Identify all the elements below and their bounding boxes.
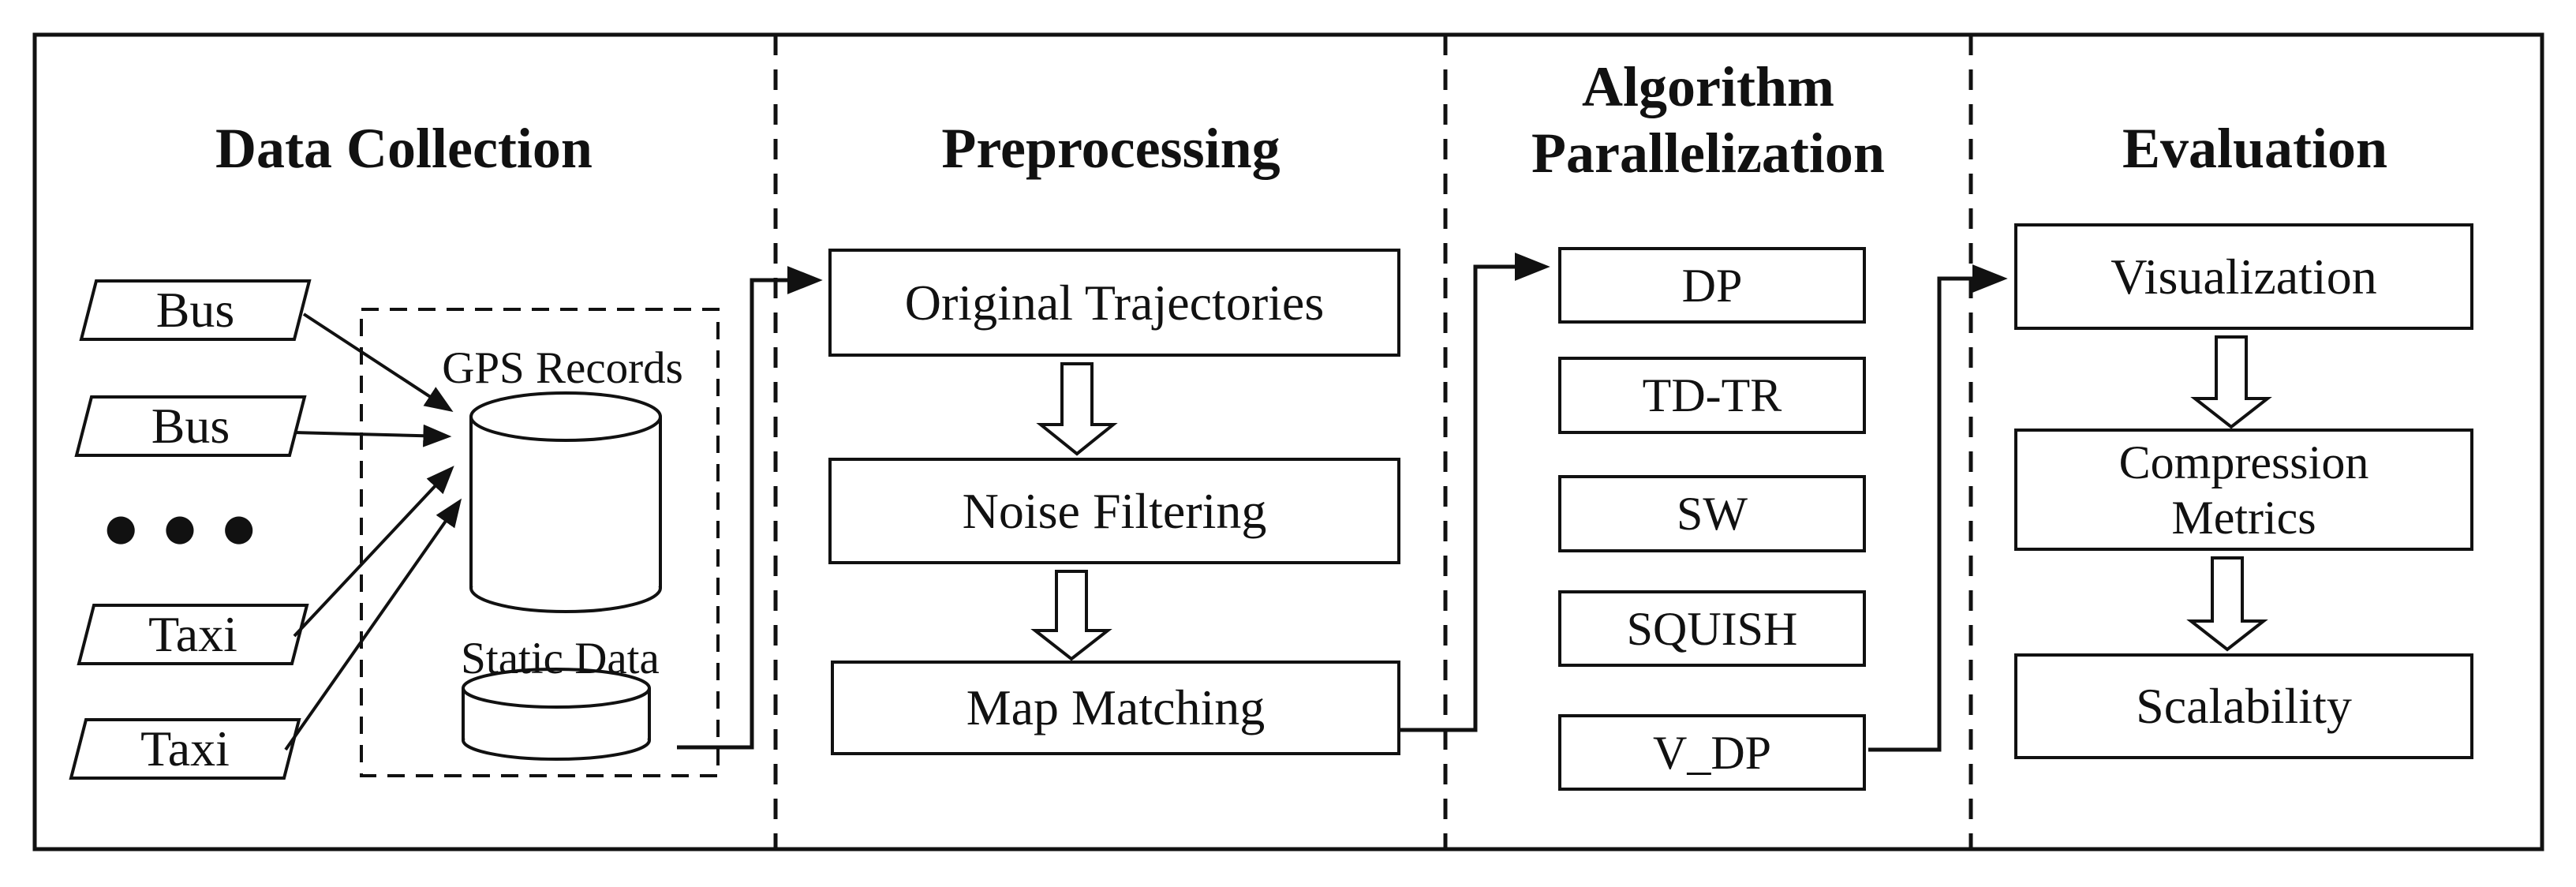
step-label-map-matching: Map Matching — [966, 679, 1266, 735]
step-label-original-trajectories: Original Trajectories — [904, 274, 1325, 331]
connector-vdp-to-visualization — [1868, 264, 2008, 752]
arrow-bus2-to-gps — [293, 424, 452, 447]
gps-records-label: GPS Records — [442, 342, 683, 393]
panel-title-algorithm-parallelization: Algorithm Parallelization — [1531, 54, 1885, 186]
static-data-label: Static Data — [461, 633, 660, 683]
evaluation-box-visualization: Visualization — [2014, 223, 2473, 330]
outer-frame — [32, 32, 2544, 851]
source-parallelogram-taxi-1 — [77, 604, 309, 665]
source-parallelogram-bus-2 — [74, 395, 307, 457]
step-box-noise-filtering: Noise Filtering — [828, 458, 1400, 564]
static-data-cylinder-icon — [462, 668, 651, 761]
algorithm-box-dp: DP — [1558, 247, 1866, 324]
arrow-taxi2-to-gps — [284, 498, 462, 751]
step-box-original-trajectories: Original Trajectories — [828, 249, 1400, 357]
source-label-bus-2: Bus — [151, 398, 230, 454]
panel-title-preprocessing: Preprocessing — [941, 117, 1281, 180]
evaluation-label-visualization: Visualization — [2111, 248, 2377, 305]
algorithm-box-sw: SW — [1558, 475, 1866, 552]
panel-title-algorithm-line1: Algorithm — [1582, 55, 1834, 118]
down-arrow-icon-visualization-to-metrics — [2190, 335, 2272, 429]
evaluation-box-compression-metrics: Compression Metrics — [2014, 429, 2473, 551]
connector-map-matching-to-dp — [1400, 253, 1550, 732]
down-arrow-icon-noise-to-mapmatching — [1030, 570, 1112, 661]
algorithm-label-sw: SW — [1677, 488, 1748, 540]
evaluation-label-compression: Compression — [2118, 436, 2369, 488]
gps-records-cylinder-icon — [469, 391, 662, 613]
ellipsis-dots: ● ● ● — [105, 506, 263, 548]
algorithm-box-td-tr: TD-TR — [1558, 357, 1866, 434]
arrow-taxi1-to-gps — [293, 466, 454, 638]
source-parallelogram-bus-1 — [79, 279, 312, 341]
algorithm-label-td-tr: TD-TR — [1642, 369, 1782, 421]
algorithm-box-v-dp: V_DP — [1558, 714, 1866, 791]
connector-datastore-to-original-trajectories — [677, 266, 823, 750]
algorithm-label-squish: SQUISH — [1626, 602, 1798, 655]
down-arrow-icon-trajectories-to-noise — [1036, 362, 1118, 456]
source-label-taxi-1: Taxi — [148, 606, 237, 662]
datastore-dashed-box — [360, 308, 720, 777]
algorithm-label-v-dp: V_DP — [1652, 726, 1772, 779]
down-arrow-icon-metrics-to-scalability — [2186, 556, 2268, 652]
source-parallelogram-taxi-2 — [69, 718, 301, 780]
evaluation-label-scalability: Scalability — [2136, 678, 2352, 734]
panel-title-data-collection: Data Collection — [215, 117, 593, 180]
evaluation-box-scalability: Scalability — [2014, 653, 2473, 759]
panel-title-algorithm-line2: Parallelization — [1531, 122, 1885, 185]
algorithm-box-squish: SQUISH — [1558, 590, 1866, 667]
step-label-noise-filtering: Noise Filtering — [962, 482, 1267, 539]
evaluation-label-metrics: Metrics — [2171, 491, 2316, 544]
source-label-bus-1: Bus — [155, 282, 235, 338]
arrow-bus1-to-gps — [302, 313, 454, 412]
step-box-map-matching: Map Matching — [831, 661, 1400, 755]
source-label-taxi-2: Taxi — [140, 720, 230, 777]
algorithm-label-dp: DP — [1681, 259, 1743, 312]
panel-title-evaluation: Evaluation — [2122, 117, 2388, 180]
